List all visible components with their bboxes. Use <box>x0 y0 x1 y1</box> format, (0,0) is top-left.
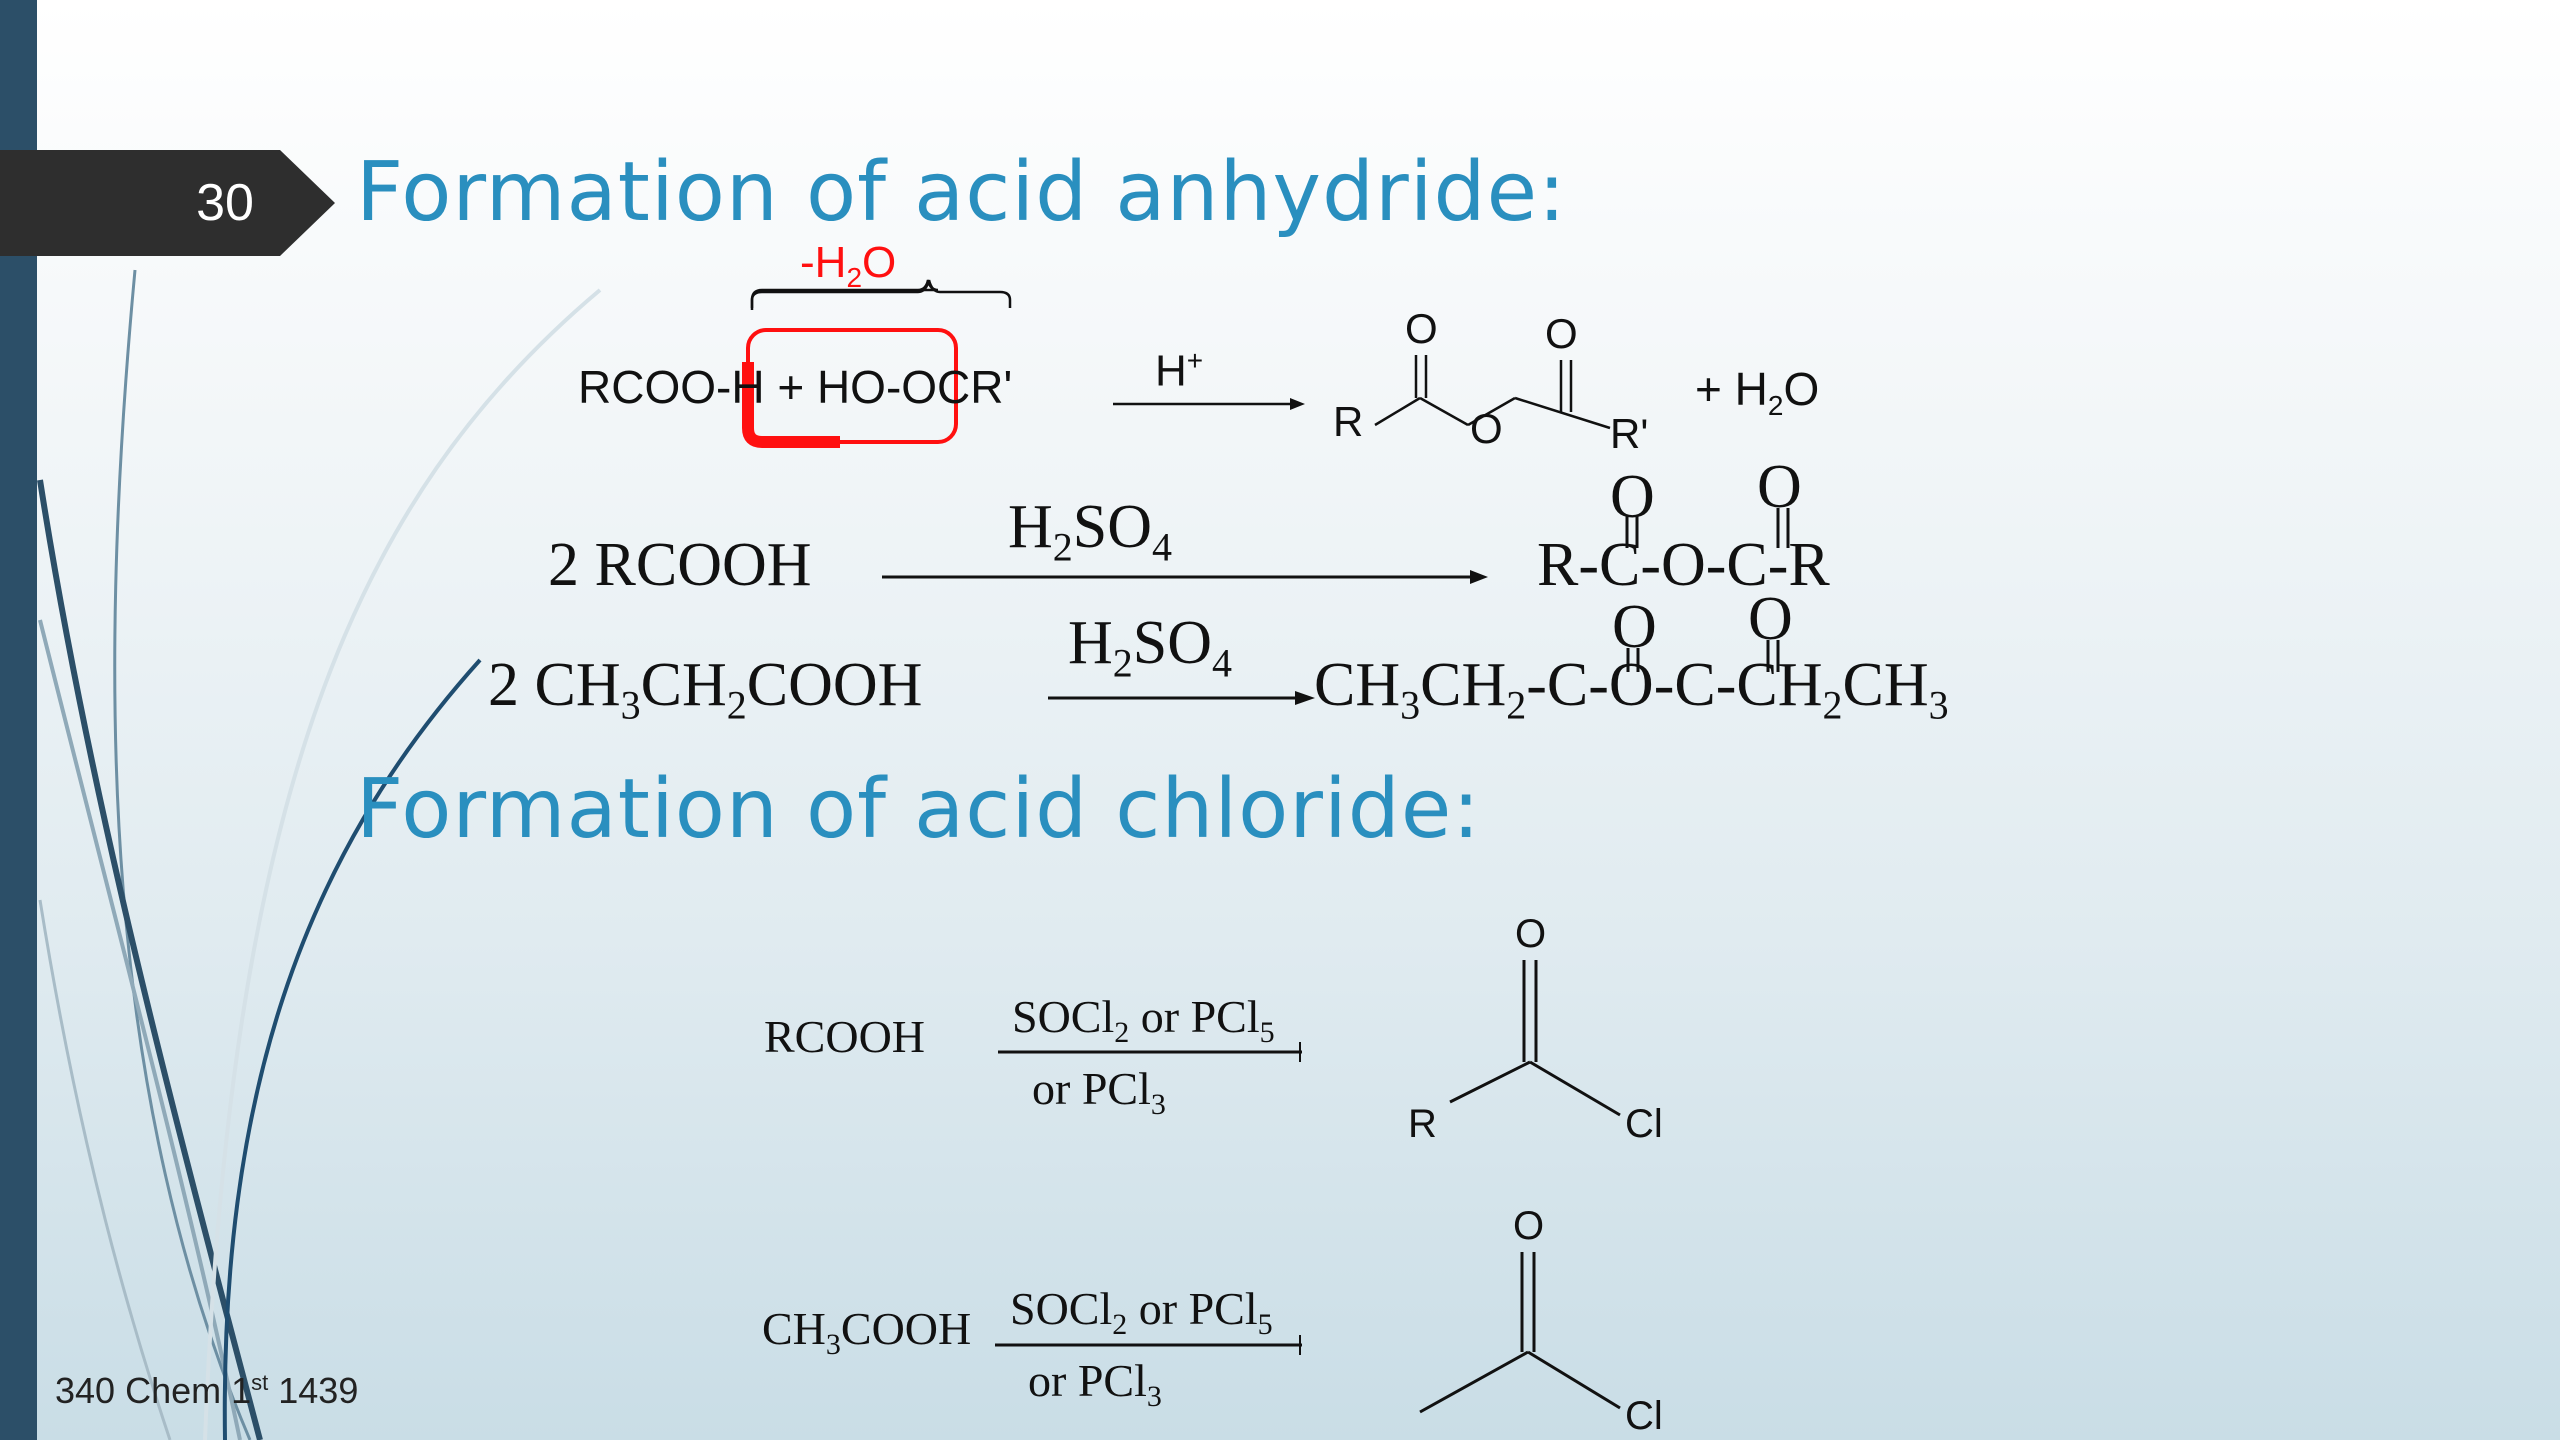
reaction1-product-o1: O <box>1405 305 1438 352</box>
reaction5-product-cl: Cl <box>1625 1394 1663 1438</box>
slide-footer: 340 Chem 1st 1439 <box>55 1370 359 1411</box>
reaction5-product-o: O <box>1513 1204 1545 1248</box>
reaction3-product: CH3CH2-C-O-C-CH2CH3 <box>1314 651 1949 728</box>
reaction1-reactants: RCOO-H + HO-OCR' <box>578 361 1013 413</box>
reaction2-product: R-C-O-C-R <box>1537 531 1830 599</box>
reaction1-byproduct: + H2O <box>1695 363 1820 422</box>
reaction2-reactant: 2 RCOOH <box>548 531 812 599</box>
reaction1-product-r: R <box>1333 398 1364 445</box>
reaction5-reagent-top: SOCl2 or PCl5 <box>1010 1283 1273 1342</box>
reaction1-product-r-prime: R' <box>1610 410 1649 457</box>
reaction1-catalyst: H+ <box>1155 345 1204 396</box>
reaction2-product-o1: O <box>1610 463 1655 531</box>
slide-number: 30 <box>196 174 254 232</box>
reaction4-product-o: O <box>1515 912 1547 956</box>
heading-acid-chloride: Formation of acid chloride: <box>356 762 1481 857</box>
reaction1-product-o2: O <box>1545 310 1578 357</box>
heading-acid-anhydride: Formation of acid anhydride: <box>356 145 1567 240</box>
slide-number-tab <box>0 150 335 256</box>
reaction3-product-o2: O <box>1748 585 1793 653</box>
reaction3-reactant: 2 CH3CH2COOH <box>488 651 923 728</box>
reaction4-reagent-bottom: or PCl3 <box>1032 1063 1166 1122</box>
reaction2-product-o2: O <box>1757 453 1802 521</box>
reaction3-catalyst: H2SO4 <box>1068 609 1233 686</box>
reaction2-catalyst: H2SO4 <box>1008 493 1173 570</box>
reaction4-product-cl: Cl <box>1625 1102 1663 1146</box>
water-loss-label: -H2O <box>800 238 897 293</box>
reaction4-reagent-top: SOCl2 or PCl5 <box>1012 991 1275 1050</box>
reaction5-reagent-bottom: or PCl3 <box>1028 1355 1162 1414</box>
reaction4-product-r: R <box>1408 1102 1437 1146</box>
reaction1-product-o-bridge: O <box>1470 405 1503 452</box>
reaction4-reactant: RCOOH <box>764 1011 926 1062</box>
reaction5-reactant: CH3COOH <box>762 1303 972 1362</box>
reaction3-product-o1: O <box>1612 593 1657 661</box>
